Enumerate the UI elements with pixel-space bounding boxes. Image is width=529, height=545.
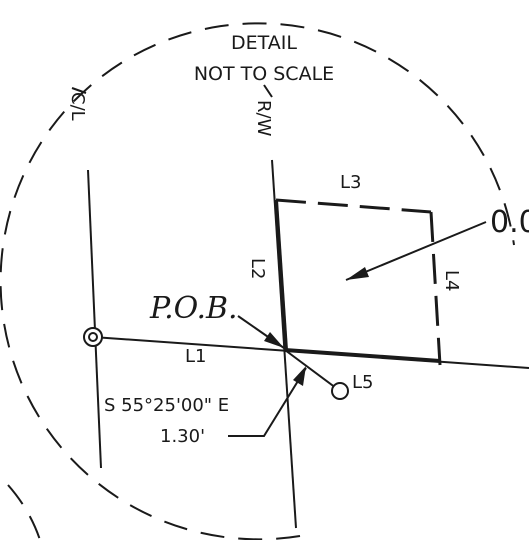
detail-boundary-circle-lower <box>7 484 41 541</box>
bearing-label: S 55°25'00" E <box>104 395 229 416</box>
distance-label: 1.30' <box>160 426 205 447</box>
right-of-way-label: R/W <box>253 100 274 137</box>
centerline-tick <box>71 87 87 94</box>
leader-bearing <box>228 367 307 437</box>
arrowhead-edge-value <box>346 267 369 280</box>
label-l3: L3 <box>340 172 361 193</box>
detail-subtitle: NOT TO SCALE <box>194 63 334 85</box>
label-l5: L5 <box>352 372 373 393</box>
label-l2: L2 <box>247 258 268 279</box>
arrowhead-bearing <box>293 366 306 386</box>
leader-edge-value <box>345 221 487 281</box>
edge-value-label: 0.0 <box>490 205 529 240</box>
line-l3 <box>275 198 432 214</box>
control-point-inner <box>88 332 98 342</box>
detail-title: DETAIL <box>231 32 297 54</box>
line-l5 <box>284 349 337 389</box>
label-l1: L1 <box>185 346 206 367</box>
arrowhead-pob <box>264 332 284 348</box>
pob-label: P.O.B. <box>149 291 238 326</box>
centerline <box>87 169 102 469</box>
right-of-way-tick <box>263 84 273 98</box>
label-l4: L4 <box>441 270 462 291</box>
line-l1-heavy <box>284 348 441 363</box>
point-l5 <box>331 382 349 400</box>
detail-boundary-circle <box>0 22 515 541</box>
centerline-label: C/L <box>67 92 88 121</box>
line-l2 <box>274 199 288 351</box>
line-l4 <box>429 211 442 366</box>
